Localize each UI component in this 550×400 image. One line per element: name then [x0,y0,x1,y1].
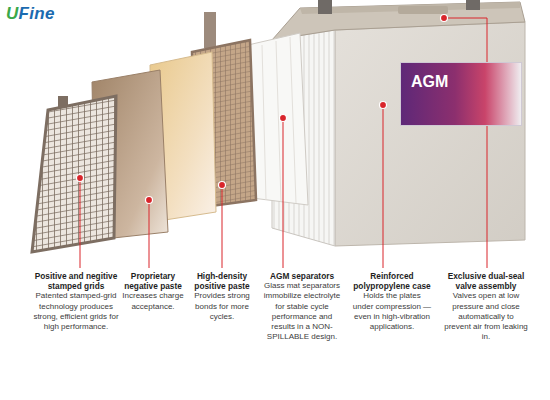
callout-heading: Positive and negitive stamped grids [33,271,119,291]
callout-body: Provides strong bonds for more cycles. [193,291,251,322]
stamped-grid [32,96,116,252]
callout-body: Patented stamped-grid technology produce… [33,291,119,332]
callout-column: AGM separatorsGlass mat separators immob… [261,271,343,342]
callout-heading: Reinforced polypropylene case [352,271,432,291]
callout-body: Holds the plates under compression — eve… [352,291,432,332]
callout-column: High-density positive pasteProvides stro… [193,271,251,322]
terminal [466,0,480,10]
callout-heading: Proprietary negative paste [122,271,184,291]
callout-heading: High-density positive paste [193,271,251,291]
callout-body: Valves open at low pressure and close au… [444,291,528,342]
callout-body: Glass mat separators immobilize electrol… [261,281,343,342]
case-front [335,22,525,246]
label-text: AGM [411,73,448,91]
leader-lines [80,18,487,268]
separator-folds [262,37,296,203]
terminal [318,0,332,14]
callout-body: Increases charge acceptance. [122,291,184,311]
lid-rim [300,2,520,14]
callout-heading: AGM separators [261,271,343,281]
battery-label: AGM [400,62,522,126]
logo-watermark: UFine [6,4,55,24]
callout-heading: Exclusive dual-seal valve assembly [444,271,528,291]
leader-dots [77,15,448,204]
plate-lug [204,12,216,48]
agm-separator [248,33,308,205]
valve-cover [398,6,448,14]
callout-column: Reinforced polypropylene caseHolds the p… [352,271,432,332]
callout-column: Proprietary negative pasteIncreases char… [122,271,184,312]
callout-column: Exclusive dual-seal valve assemblyValves… [444,271,528,342]
callout-column: Positive and negitive stamped gridsPaten… [33,271,119,332]
